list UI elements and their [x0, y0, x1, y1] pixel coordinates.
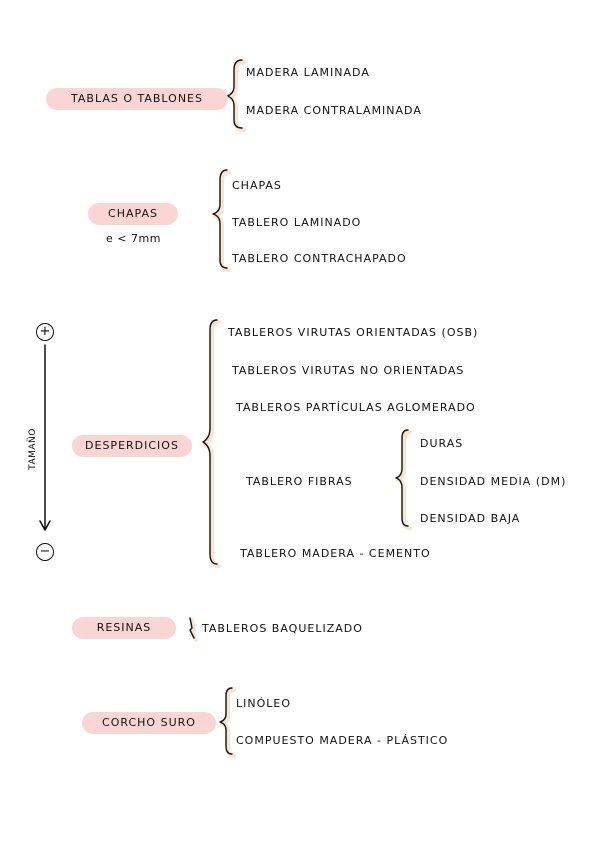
bracket-chapas-ink — [212, 169, 228, 269]
bracket-desperdicios-ink — [202, 319, 218, 565]
item-chapas: CHAPAS — [232, 179, 282, 192]
item-compuesto: COMPUESTO MADERA - PLÁSTICO — [236, 734, 449, 747]
item-tablero-fibras: TABLERO FIBRAS — [246, 475, 353, 488]
plus-circle-icon: + — [36, 323, 54, 341]
fibras-baja: DENSIDAD BAJA — [420, 512, 521, 525]
fibras-duras: DURAS — [420, 437, 464, 450]
size-arrow-head — [39, 520, 51, 531]
bracket-fibras — [396, 430, 412, 530]
minus-circle-icon: − — [36, 543, 54, 561]
item-virutas-no-orientadas: TABLEROS VIRUTAS NO ORIENTADAS — [232, 364, 465, 377]
group-label-tablas: TABLAS O TABLONES — [46, 88, 228, 110]
group-label-desperdicios: DESPERDICIOS — [72, 435, 192, 457]
connector-resinas-ink — [189, 617, 195, 639]
group-label-corcho: CORCHO SURO — [82, 712, 216, 734]
item-baquelizado: TABLEROS BAQUELIZADO — [202, 622, 363, 635]
bracket-tablas — [227, 60, 246, 132]
item-linoleo: LINÓLEO — [236, 697, 291, 710]
item-tablero-laminado: TABLERO LAMINADO — [232, 216, 362, 229]
fibras-dm: DENSIDAD MEDIA (DM) — [420, 475, 567, 488]
group-label-chapas: CHAPAS — [88, 203, 178, 225]
group-label-resinas: RESINAS — [72, 617, 176, 639]
item-tablero-contrachapado: TABLERO CONTRACHAPADO — [232, 252, 407, 265]
bracket-chapas — [213, 170, 231, 272]
item-madera-contralaminada: MADERA CONTRALAMINADA — [246, 104, 422, 117]
bracket-fibras-ink — [395, 429, 409, 527]
bracket-desperdicios — [203, 320, 221, 568]
bracket-corcho-ink — [219, 687, 233, 755]
item-aglomerado: TABLEROS PARTÍCULAS AGLOMERADO — [236, 401, 476, 414]
connector-resinas — [190, 618, 198, 642]
bracket-corcho — [220, 688, 236, 758]
item-osb: TABLEROS VIRUTAS ORIENTADAS (OSB) — [228, 326, 479, 339]
item-madera-cemento: TABLERO MADERA - CEMENTO — [240, 547, 431, 560]
item-madera-laminada: MADERA LAMINADA — [246, 66, 370, 79]
size-label: TAMAÑO — [27, 428, 38, 470]
chapas-thickness-note: e < 7mm — [106, 232, 161, 245]
